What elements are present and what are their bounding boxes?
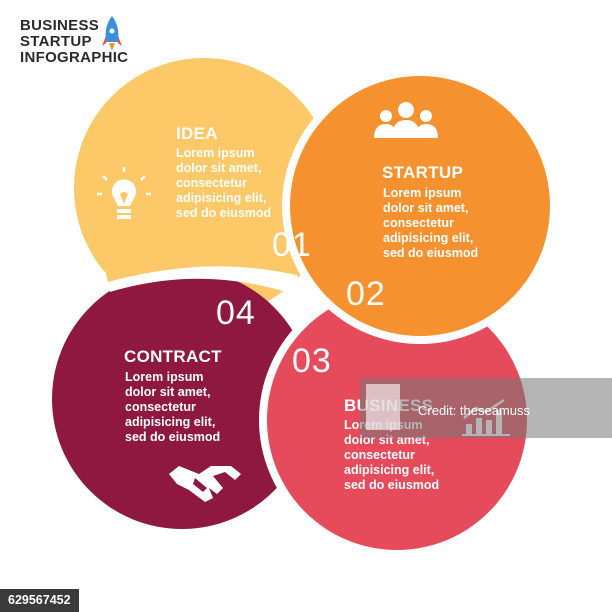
body-line: dolor sit amet, xyxy=(383,201,469,215)
body-line: sed do eiusmod xyxy=(125,430,221,444)
body-line: sed do eiusmod xyxy=(344,478,440,492)
title-line-3: INFOGRAPHIC xyxy=(20,49,129,66)
title-line-1: BUSINESS xyxy=(20,17,100,34)
body-line: adipisicing elit, xyxy=(125,415,216,429)
body-line: adipisicing elit, xyxy=(383,231,474,245)
step-number-01: 01 xyxy=(272,226,312,264)
stock-id: 629567452 xyxy=(0,589,79,612)
body-line: Lorem ipsum xyxy=(176,146,255,160)
step-title-contract: CONTRACT xyxy=(124,347,222,366)
step-body-contract: Lorem ipsum dolor sit amet, consectetur … xyxy=(125,370,220,445)
body-line: consectetur xyxy=(125,400,196,414)
body-line: Lorem ipsum xyxy=(383,186,462,200)
circle-contract xyxy=(52,269,312,529)
body-line: Lorem ipsum xyxy=(125,370,204,384)
body-line: consectetur xyxy=(383,216,454,230)
step-title-startup: STARTUP xyxy=(382,163,464,182)
circle-idea xyxy=(74,58,334,318)
body-line: adipisicing elit, xyxy=(176,191,267,205)
step-body-startup: Lorem ipsum dolor sit amet, consectetur … xyxy=(383,186,478,261)
title-line-2: STARTUP xyxy=(20,33,92,50)
body-line: consectetur xyxy=(176,176,247,190)
body-line: sed do eiusmod xyxy=(383,246,479,260)
body-line: adipisicing elit, xyxy=(344,463,435,477)
body-line: dolor sit amet, xyxy=(125,385,211,399)
rocket-icon xyxy=(102,16,122,51)
step-body-idea: Lorem ipsum dolor sit amet, consectetur … xyxy=(176,146,271,221)
team-icon xyxy=(374,102,438,138)
step-number-03: 03 xyxy=(292,342,332,380)
watermark-band xyxy=(360,378,612,438)
idea-tail-fill xyxy=(104,252,300,282)
infographic-title: BUSINESS STARTUP INFOGRAPHIC xyxy=(20,18,128,66)
step-title-idea: IDEA xyxy=(176,124,218,143)
handshake-icon xyxy=(169,466,241,502)
step-number-04: 04 xyxy=(216,294,256,332)
circle-startup-fill xyxy=(290,76,550,336)
watermark-credit: Credit: theseamuss xyxy=(418,403,530,418)
body-line: dolor sit amet, xyxy=(176,161,262,175)
watermark-logo xyxy=(366,384,400,430)
step-number-02: 02 xyxy=(346,275,386,313)
body-line: sed do eiusmod xyxy=(176,206,272,220)
body-line: consectetur xyxy=(344,448,415,462)
lightbulb-icon xyxy=(97,167,151,219)
